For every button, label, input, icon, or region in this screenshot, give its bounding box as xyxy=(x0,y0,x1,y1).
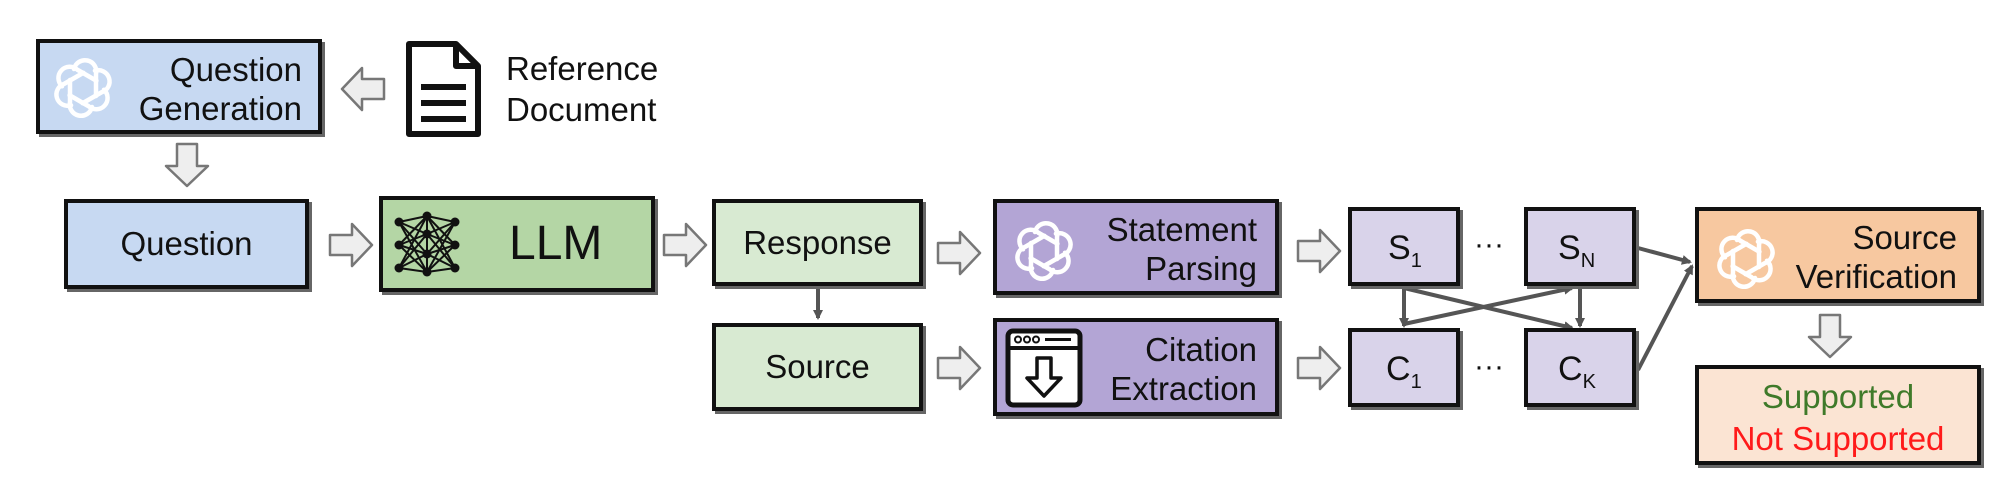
browser-download-icon xyxy=(1005,328,1083,413)
supported-label: Supported xyxy=(1761,378,1915,415)
openai-logo-icon xyxy=(1013,220,1075,287)
question-box: Question xyxy=(64,199,309,289)
statement-parsing-box: Statement Parsing xyxy=(993,199,1279,295)
source-verification-line-2: Verification xyxy=(1795,257,1957,295)
citation-ck-box: CK xyxy=(1524,328,1636,407)
block-arrow-question-to-llm xyxy=(328,222,374,268)
block-arrow-llm-to-response xyxy=(662,222,708,268)
arrow-c1-to-sn xyxy=(1403,284,1574,326)
reference-line-1: Reference xyxy=(506,50,659,87)
response-box: Response xyxy=(712,199,923,286)
block-arrow-verification-to-verdict xyxy=(1807,313,1853,359)
source-verification-line-1: Source xyxy=(1852,219,1957,256)
citation-c1-label: C1 xyxy=(1386,350,1422,393)
openai-logo-icon xyxy=(1715,228,1777,295)
statement-parsing-line-2: Parsing xyxy=(1145,249,1257,287)
arrow-sn-to-verification xyxy=(1637,246,1692,265)
question-generation-box: Question Generation xyxy=(36,39,322,134)
reference-line-2: Document xyxy=(506,91,657,129)
openai-logo-icon xyxy=(52,57,114,124)
statement-s1-label: S1 xyxy=(1388,229,1422,272)
citations-ellipsis: ··· xyxy=(1474,350,1504,383)
question-generation-line-2: Generation xyxy=(138,89,302,127)
statement-parsing-line-1: Statement xyxy=(1106,211,1257,248)
block-arrow-doc-to-qgen xyxy=(340,66,386,112)
statement-parsing-label: Statement Parsing xyxy=(1107,211,1257,289)
statement-sn-box: SN xyxy=(1524,207,1636,286)
citation-extraction-label: Citation Extraction xyxy=(1110,331,1257,409)
llm-box: LLM xyxy=(379,196,655,292)
llm-label: LLM xyxy=(509,217,603,270)
not-supported-label: Not Supported xyxy=(1731,420,1945,458)
neural-network-icon xyxy=(391,210,463,285)
source-label: Source xyxy=(765,348,870,385)
document-icon xyxy=(404,40,482,138)
source-box: Source xyxy=(712,323,923,411)
question-generation-label: Question Generation xyxy=(139,51,302,129)
block-arrow-response-to-parsing xyxy=(936,230,982,276)
block-arrow-parsing-to-statements xyxy=(1296,228,1342,274)
verdict-box: Supported Not Supported xyxy=(1695,365,1981,465)
block-arrow-extraction-to-citations xyxy=(1296,345,1342,391)
citation-extraction-line-1: Citation xyxy=(1145,331,1257,368)
block-arrow-source-to-extraction xyxy=(936,345,982,391)
arrow-ck-to-verification xyxy=(1636,264,1694,371)
source-verification-label: Source Verification xyxy=(1796,219,1957,297)
question-generation-line-1: Question xyxy=(169,51,302,88)
statements-ellipsis: ··· xyxy=(1474,228,1504,261)
response-label: Response xyxy=(743,223,892,261)
citation-ck-label: CK xyxy=(1558,350,1596,393)
citation-c1-box: C1 xyxy=(1348,328,1460,407)
statement-sn-label: SN xyxy=(1558,229,1596,272)
reference-document-label: Reference Document xyxy=(506,48,658,131)
block-arrow-qgen-to-question xyxy=(164,142,210,188)
statement-s1-box: S1 xyxy=(1348,207,1460,286)
citation-extraction-line-2: Extraction xyxy=(1110,369,1257,407)
question-label: Question xyxy=(120,225,253,262)
source-verification-box: Source Verification xyxy=(1695,207,1981,303)
citation-extraction-box: Citation Extraction xyxy=(993,318,1279,416)
